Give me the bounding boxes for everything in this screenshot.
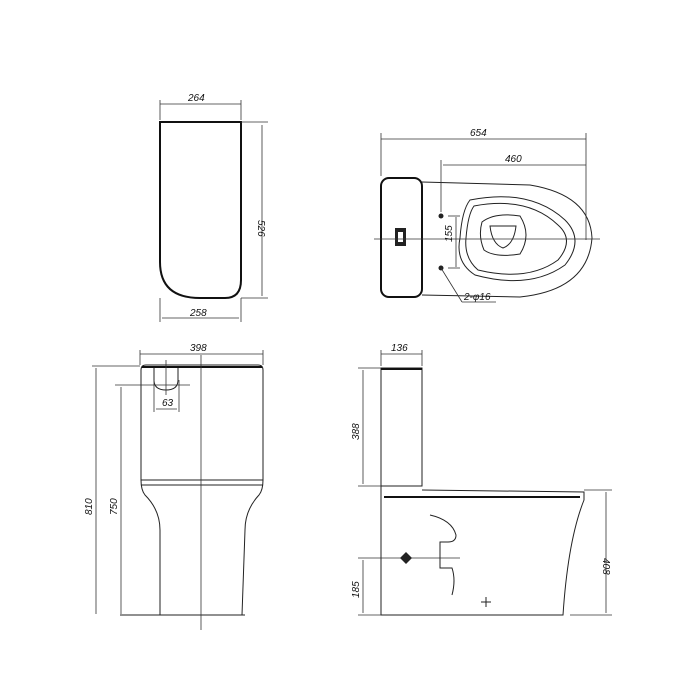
dim-tank-height: 750: [109, 498, 120, 515]
dim-overall-length: 654: [470, 128, 487, 139]
dim-overall-height: 810: [84, 498, 95, 515]
dim-width-top: 264: [187, 93, 205, 104]
dim-hole-spacing: 155: [444, 225, 455, 242]
dim-tank-body-height: 388: [351, 423, 362, 440]
dim-fixing-holes: 2-φ16: [463, 292, 491, 303]
plan-view: 654 460 155 2-φ16: [374, 128, 600, 303]
dim-hole-to-front: 460: [505, 154, 522, 165]
dim-width-bottom: 258: [189, 308, 207, 319]
seat-cover-view: 264 526 258: [159, 93, 268, 322]
dim-bowl-height: 408: [600, 558, 611, 575]
dim-button-dia: 63: [162, 398, 174, 409]
dim-outlet-height: 185: [351, 581, 362, 598]
front-view: 63 398 810 750: [84, 343, 264, 630]
dim-height: 526: [255, 220, 266, 237]
side-view: 136 388 408 185: [351, 343, 612, 616]
dim-tank-width: 398: [190, 343, 207, 354]
dim-tank-depth: 136: [391, 343, 408, 354]
